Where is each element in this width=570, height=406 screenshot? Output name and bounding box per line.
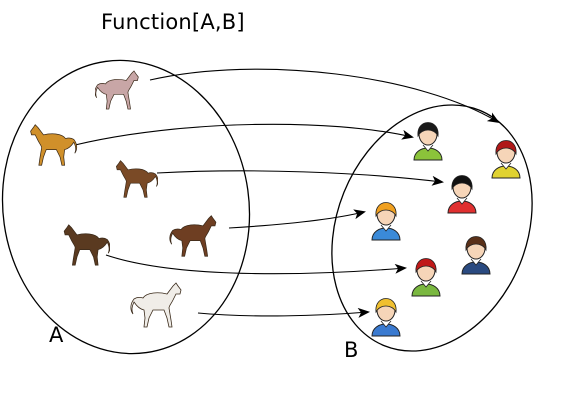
arrow-horse1-person2 bbox=[149, 68, 500, 124]
horse-1 bbox=[95, 70, 139, 110]
arrow-horse4-person6 bbox=[105, 254, 407, 275]
person-7 bbox=[371, 298, 401, 337]
arrow-horse6-person7 bbox=[197, 307, 370, 318]
arrow-horse5-person4 bbox=[228, 209, 366, 229]
horse-5 bbox=[169, 215, 217, 257]
person-1 bbox=[413, 122, 443, 161]
horse-2 bbox=[30, 124, 78, 166]
horse-3 bbox=[115, 160, 158, 198]
person-4 bbox=[371, 202, 401, 241]
person-2 bbox=[491, 140, 521, 179]
horse-6 bbox=[130, 282, 182, 328]
person-5 bbox=[461, 236, 491, 275]
diagram-title: Function[A,B] bbox=[101, 10, 245, 34]
arrow-horse3-person3 bbox=[156, 170, 444, 186]
set-a-ellipse bbox=[1, 59, 251, 355]
set-b-label: B bbox=[344, 338, 359, 362]
arrow-horse2-person1 bbox=[74, 123, 414, 146]
horse-4 bbox=[63, 224, 110, 266]
set-b-ellipse bbox=[331, 104, 533, 352]
person-3 bbox=[447, 175, 477, 214]
person-6 bbox=[411, 258, 441, 297]
set-a-label: A bbox=[49, 323, 64, 347]
